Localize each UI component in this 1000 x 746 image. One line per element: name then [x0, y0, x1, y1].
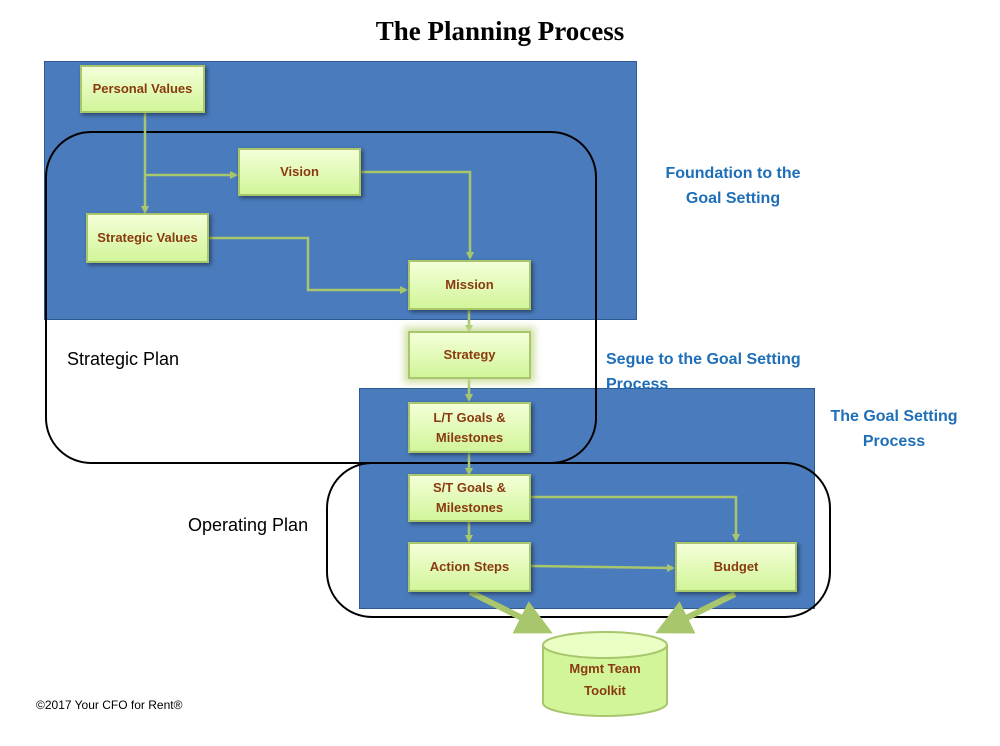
node-toolkit: Mgmt Team Toolkit — [569, 661, 641, 698]
label-segue: Segue to the Goal Setting Process — [606, 351, 801, 393]
node-strategy: Strategy — [408, 331, 531, 379]
node-action-steps: Action Steps — [408, 542, 531, 592]
strategic-plan-outline — [45, 131, 597, 464]
label-foundation: Foundation to the Goal Setting — [665, 165, 801, 207]
node-mission: Mission — [408, 260, 531, 310]
node-budget: Budget — [675, 542, 797, 592]
arrow-action-to-budget — [530, 563, 675, 572]
node-st-goals: S/T Goals &Milestones — [408, 474, 531, 522]
label-operating-plan: Operating Plan — [188, 515, 309, 535]
node-strategic-values: Strategic Values — [86, 213, 209, 263]
arrow-action-to-toolkit — [468, 589, 553, 634]
label-goal-setting: The Goal Setting Process — [830, 408, 958, 450]
arrow-stgoals-to-budget — [531, 495, 740, 542]
toolkit-cylinder — [542, 631, 668, 717]
node-lt-goals: L/T Goals &Milestones — [408, 402, 531, 453]
operating-plan-outline — [326, 462, 831, 618]
copyright-text: ©2017 Your CFO for Rent® — [36, 698, 183, 712]
arrow-budget-to-toolkit — [655, 591, 737, 634]
label-strategic-plan: Strategic Plan — [67, 349, 180, 369]
page-title: The Planning Process — [375, 16, 625, 46]
arrow-vision-to-mission — [361, 170, 474, 260]
node-personal-values: Personal Values — [80, 65, 205, 113]
arrow-strategic-to-mission — [209, 236, 408, 294]
node-vision: Vision — [238, 148, 361, 196]
